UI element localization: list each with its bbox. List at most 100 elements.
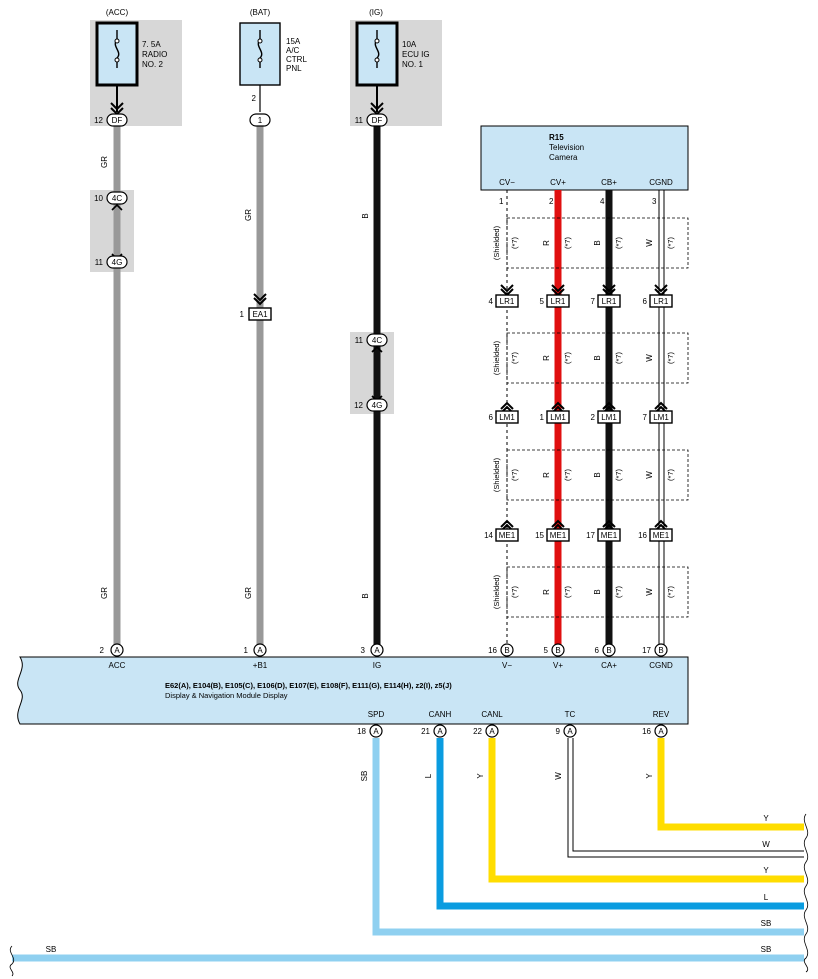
module-bottom-pin-tc-label: A: [567, 727, 573, 736]
shield-note-4-2: (*7): [614, 585, 623, 598]
bat-module-pin-label: A: [257, 646, 263, 655]
acc-junction-2-label: 4G: [112, 258, 123, 267]
shield-note-2-2: (*7): [614, 351, 623, 364]
camera-name-1: Television: [549, 143, 584, 152]
cam-LR1-pin-1: 5: [540, 297, 545, 306]
module-top-label-1: V+: [553, 661, 563, 670]
bat-ea-connector-label: EA1: [252, 310, 268, 319]
cam-LM1-connector-0-label: LM1: [499, 413, 515, 422]
cam-LR1-chevron-3: [654, 284, 668, 297]
module-bottom-pin-canh-label: A: [437, 727, 443, 736]
cam-ME1-connector-0-label: ME1: [499, 531, 516, 540]
module-top-pin-num-0: 16: [488, 646, 497, 655]
module-bottom-pin-num-rev: 16: [642, 727, 651, 736]
cam-wire-color-2-1: R: [542, 355, 551, 361]
shield-note-3-1: (*7): [563, 468, 572, 481]
cam-LM1-connector-2-label: LM1: [601, 413, 617, 422]
ig-junction-2-pin: 12: [354, 401, 363, 410]
shield-note-cvminus-4: (*7): [510, 585, 519, 598]
acc-top-connector-label: DF: [112, 116, 123, 125]
right-label-spd: SB: [761, 919, 772, 928]
right-label-canl: Y: [763, 866, 769, 875]
right-label-rev: Y: [763, 814, 769, 823]
cam-LM1-pin-3: 7: [643, 413, 648, 422]
shield-note-1-1: (*7): [563, 236, 572, 249]
module-top-pin-0-label: B: [504, 646, 509, 655]
module-top-pin-1-label: B: [555, 646, 560, 655]
break-mark-right: [803, 813, 809, 973]
module-bottom-pin-num-tc: 9: [556, 727, 561, 736]
ig-module-label: IG: [373, 661, 381, 670]
cam-ME1-pin-0: 14: [484, 531, 493, 540]
shield-label-1: (Shielded): [492, 225, 501, 260]
acc-junction-2-pin: 11: [95, 258, 104, 267]
ig-wire-color-top: B: [361, 213, 370, 218]
module-top-pin-0: [500, 643, 514, 657]
cam-LM1-pin-2: 2: [591, 413, 596, 422]
shield-label-4: (Shielded): [492, 574, 501, 609]
shield-note-2-1: (*7): [563, 351, 572, 364]
shield-box-1: [506, 217, 689, 269]
cam-LM1-connector-3: [649, 410, 673, 424]
ig-junction-1-pin: 11: [355, 336, 364, 345]
ig-junction-2-label: 4G: [372, 401, 383, 410]
module-top-pin-num-1: 5: [544, 646, 549, 655]
cam-LM1-pin-0: 6: [489, 413, 494, 422]
camera-pin-num-2: 2: [549, 197, 554, 206]
ig-top-pin: 11: [355, 116, 364, 125]
shield-box-3: [506, 449, 689, 501]
bat-ea-chevron: [253, 293, 267, 306]
shield-label-3: (Shielded): [492, 457, 501, 492]
acc-module-label: ACC: [109, 661, 126, 670]
bat-top-connector-label: 1: [258, 116, 263, 125]
module-top-pin-1: [551, 643, 565, 657]
fuse-bat-line-2: A/C: [286, 46, 300, 55]
cam-wire-color-4-3: W: [645, 588, 654, 596]
shield-note-cvminus-3: (*7): [510, 468, 519, 481]
cam-LM1-pin-1: 1: [540, 413, 545, 422]
cam-wire-color-2-3: W: [645, 354, 654, 362]
bat-module-pin-num: 1: [244, 646, 249, 655]
cam-LM1-connector-1-label: LM1: [550, 413, 566, 422]
camera-pin-num-1: 1: [499, 197, 504, 206]
module-bottom-wire-color-spd: SB: [360, 771, 369, 782]
cam-ME1-connector-2-label: ME1: [601, 531, 618, 540]
cam-LR1-connector-1-label: LR1: [551, 297, 566, 306]
fuse-bat-line-1: 15A: [286, 37, 301, 46]
fuse-acc-line-1: 7. 5A: [142, 40, 161, 49]
wire-spd: [372, 738, 804, 936]
module-bottom-pin-canl-label: A: [489, 727, 495, 736]
camera-pin-label-cgnd: CGND: [649, 178, 673, 187]
fuse-header-acc: (ACC): [106, 8, 129, 17]
bat-wire-color-bottom: GR: [244, 587, 253, 599]
fuse-bat-line-3: CTRL: [286, 55, 307, 64]
cam-LM1-connector-1: [546, 410, 570, 424]
module-bottom-pin-tc: [563, 724, 577, 738]
cam-ME1-connector-0: [495, 528, 519, 542]
module-name: Display & Navigation Module Display: [165, 691, 288, 700]
shield-note-1-2: (*7): [614, 236, 623, 249]
module-top-pin-3-label: B: [658, 646, 663, 655]
module-bottom-pin-spd: [369, 724, 383, 738]
cam-LR1-connector-2: [597, 294, 621, 308]
module-bottom-pin-num-canh: 21: [421, 727, 430, 736]
module-bottom-label-canh: CANH: [429, 710, 452, 719]
cam-ME1-pin-3: 16: [638, 531, 647, 540]
cam-LM1-connector-3-label: LM1: [653, 413, 669, 422]
bat-module-label: +B1: [253, 661, 268, 670]
bat-top-pin: 2: [252, 94, 257, 103]
right-label-sb: SB: [761, 945, 772, 954]
acc-junction-1-label: 4C: [112, 194, 122, 203]
module-top-pin-3: [654, 643, 668, 657]
fuse-acc-line-2: RADIO: [142, 50, 167, 59]
fuse-ig-line-2: ECU IG: [402, 50, 430, 59]
module-bottom-wire-color-rev: Y: [645, 773, 654, 779]
wire-canh: [436, 738, 804, 910]
fuse-header-ig: (IG): [369, 8, 383, 17]
shield-note-4-3: (*7): [666, 585, 675, 598]
fuse-acc: [95, 21, 139, 87]
camera-code: R15: [549, 133, 564, 142]
module-top-label-0: V−: [502, 661, 512, 670]
cam-wire-color-4-2: B: [593, 589, 602, 594]
break-mark-left: [9, 945, 15, 977]
